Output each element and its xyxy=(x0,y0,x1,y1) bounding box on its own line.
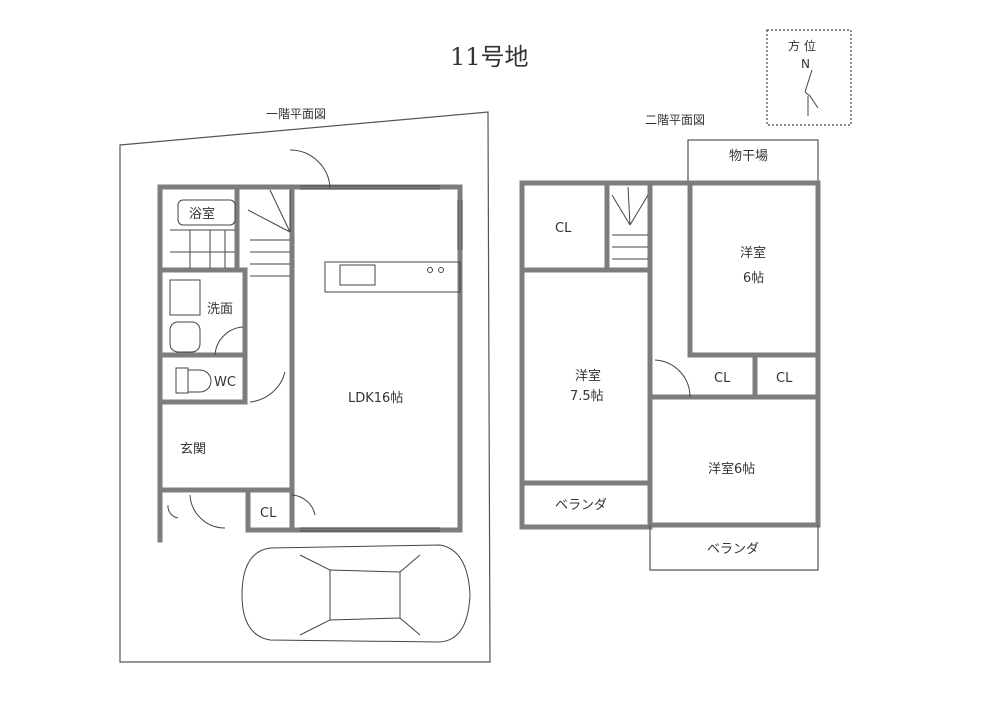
door-swing xyxy=(289,149,331,189)
staircase xyxy=(247,189,291,277)
staircase xyxy=(611,186,649,260)
room-closet: CL xyxy=(260,506,277,521)
room-ldk: LDK16帖 xyxy=(348,391,403,406)
stove-burner-icon xyxy=(427,267,433,273)
room-western-a-name: 洋室 xyxy=(740,245,766,261)
floor2-plan: 二階平面図 CL 物干場 洋室 6帖 洋室 7.5帖 CL CL 洋室6帖 ベラ… xyxy=(519,112,821,571)
room-bath: 浴室 xyxy=(189,206,215,222)
wash-basin xyxy=(169,321,201,353)
plan-title: 11号地 xyxy=(450,43,529,71)
kitchen-sink xyxy=(339,264,376,286)
room-closet-mid-right: CL xyxy=(776,371,793,386)
north-arrow-icon xyxy=(804,69,819,116)
stove-burner-icon xyxy=(438,267,444,273)
floor2-heading: 二階平面図 xyxy=(645,112,705,127)
kitchen-counter xyxy=(324,261,461,293)
room-entrance: 玄関 xyxy=(180,442,206,457)
compass: 方 位 N xyxy=(766,29,852,126)
veranda-left: ベランダ xyxy=(555,498,607,513)
bathtub xyxy=(177,199,236,226)
room-washroom: 洗面 xyxy=(207,302,233,317)
lot-boundary xyxy=(119,111,491,663)
veranda-bottom: ベランダ xyxy=(707,542,759,557)
room-wc: WC xyxy=(214,375,236,390)
bath-floor-grid xyxy=(170,229,235,268)
compass-north: N xyxy=(801,57,810,71)
room-western-c: 洋室6帖 xyxy=(708,461,755,477)
room-western-a-size: 6帖 xyxy=(743,271,764,286)
toilet-tank xyxy=(175,367,189,394)
floor1-plan: 一階平面図 浴室 洗面 WC 玄関 CL LDK16帖 xyxy=(119,106,491,663)
floor1-heading: 一階平面図 xyxy=(266,106,326,121)
compass-label: 方 位 xyxy=(788,38,816,53)
room-western-b-size: 7.5帖 xyxy=(570,389,604,404)
room-drying-area: 物干場 xyxy=(729,149,768,164)
room-closet-mid-left: CL xyxy=(714,371,731,386)
room-western-b-name: 洋室 xyxy=(575,368,601,384)
toilet-icon xyxy=(188,369,212,393)
room-closet-top: CL xyxy=(555,221,572,236)
door-swing xyxy=(654,359,691,398)
car-icon xyxy=(241,544,471,643)
washing-machine xyxy=(169,279,201,316)
